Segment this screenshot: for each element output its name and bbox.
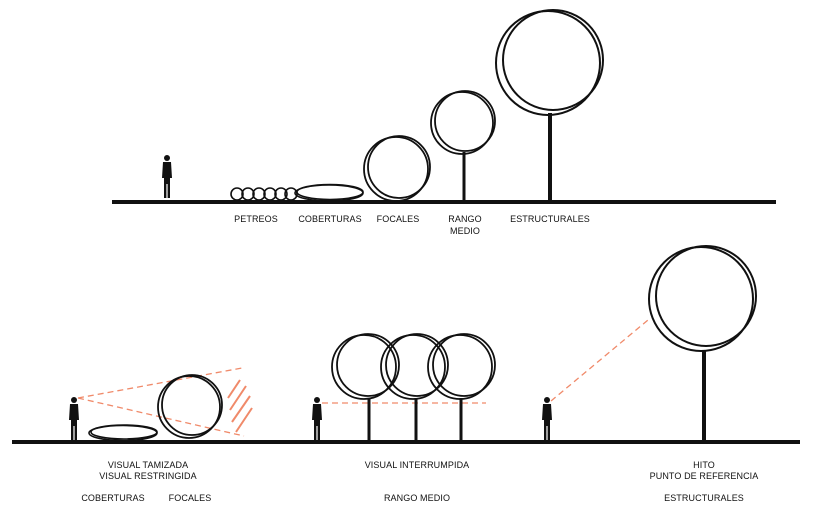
right-person-figure [542, 397, 552, 440]
caption-visual-restringida: VISUAL RESTRINGIDA [99, 471, 197, 481]
rango-medio-tree [430, 90, 496, 202]
estructurales-tree [495, 9, 604, 202]
left-sightlines [77, 367, 245, 437]
left-person-figure [69, 397, 79, 440]
caption-hito: HITO [693, 460, 715, 470]
category-rango-medio: RANGO MEDIO [383, 493, 451, 503]
label-medio: MEDIO [449, 226, 481, 236]
middle-trees [331, 333, 496, 442]
focales-shrub [363, 135, 431, 202]
label-focales: FOCALES [376, 214, 420, 224]
category-estructurales: ESTRUCTURALES [664, 493, 744, 503]
left-hatch-block [227, 379, 253, 433]
label-estructurales: ESTRUCTURALES [510, 214, 590, 224]
middle-scene [312, 333, 496, 442]
middle-person-figure [312, 397, 322, 440]
left-focales-shrub [157, 374, 223, 439]
label-coberturas: COBERTURAS [298, 214, 362, 224]
coberturas-groundcover [294, 183, 364, 202]
right-sightline [550, 319, 649, 402]
caption-punto-de-referencia: PUNTO DE REFERENCIA [649, 471, 759, 481]
category-focales: FOCALES [168, 493, 212, 503]
caption-visual-interrumpida: VISUAL INTERRUMPIDA [364, 460, 470, 470]
top-diagram [112, 9, 776, 204]
left-scene [69, 367, 253, 442]
petreos-stones [230, 187, 298, 201]
right-hito-tree [648, 245, 757, 442]
top-person-figure [162, 155, 172, 198]
label-petreos: PETREOS [234, 214, 278, 224]
left-coberturas-groundcover [88, 424, 158, 442]
caption-visual-tamizada: VISUAL TAMIZADA [107, 460, 189, 470]
label-rango: RANGO [448, 214, 482, 224]
bottom-diagram [12, 245, 800, 444]
category-coberturas: COBERTURAS [81, 493, 145, 503]
right-scene [542, 245, 757, 442]
